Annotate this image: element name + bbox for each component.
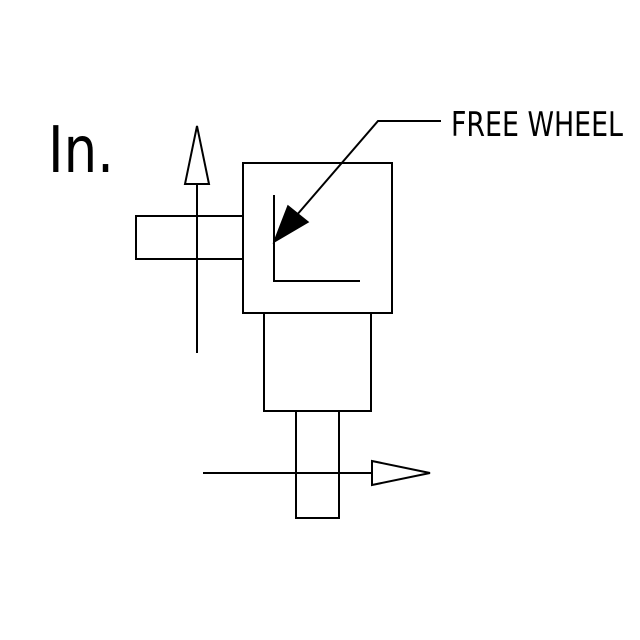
input-label: In.: [48, 114, 114, 188]
output-rotation-arrowhead: [371, 459, 431, 487]
output-shaft: [295, 410, 340, 519]
free-wheel-symbol: [273, 195, 360, 282]
free-wheel-leader-line: [294, 120, 441, 218]
input-rotation-arrowhead: [183, 125, 211, 185]
free-wheel-arrowhead: [272, 204, 310, 244]
lower-body: [263, 312, 372, 412]
free-wheel-label: FREE WHEEL: [451, 105, 623, 145]
gearbox-housing: [242, 162, 393, 314]
input-shaft: [135, 215, 244, 260]
